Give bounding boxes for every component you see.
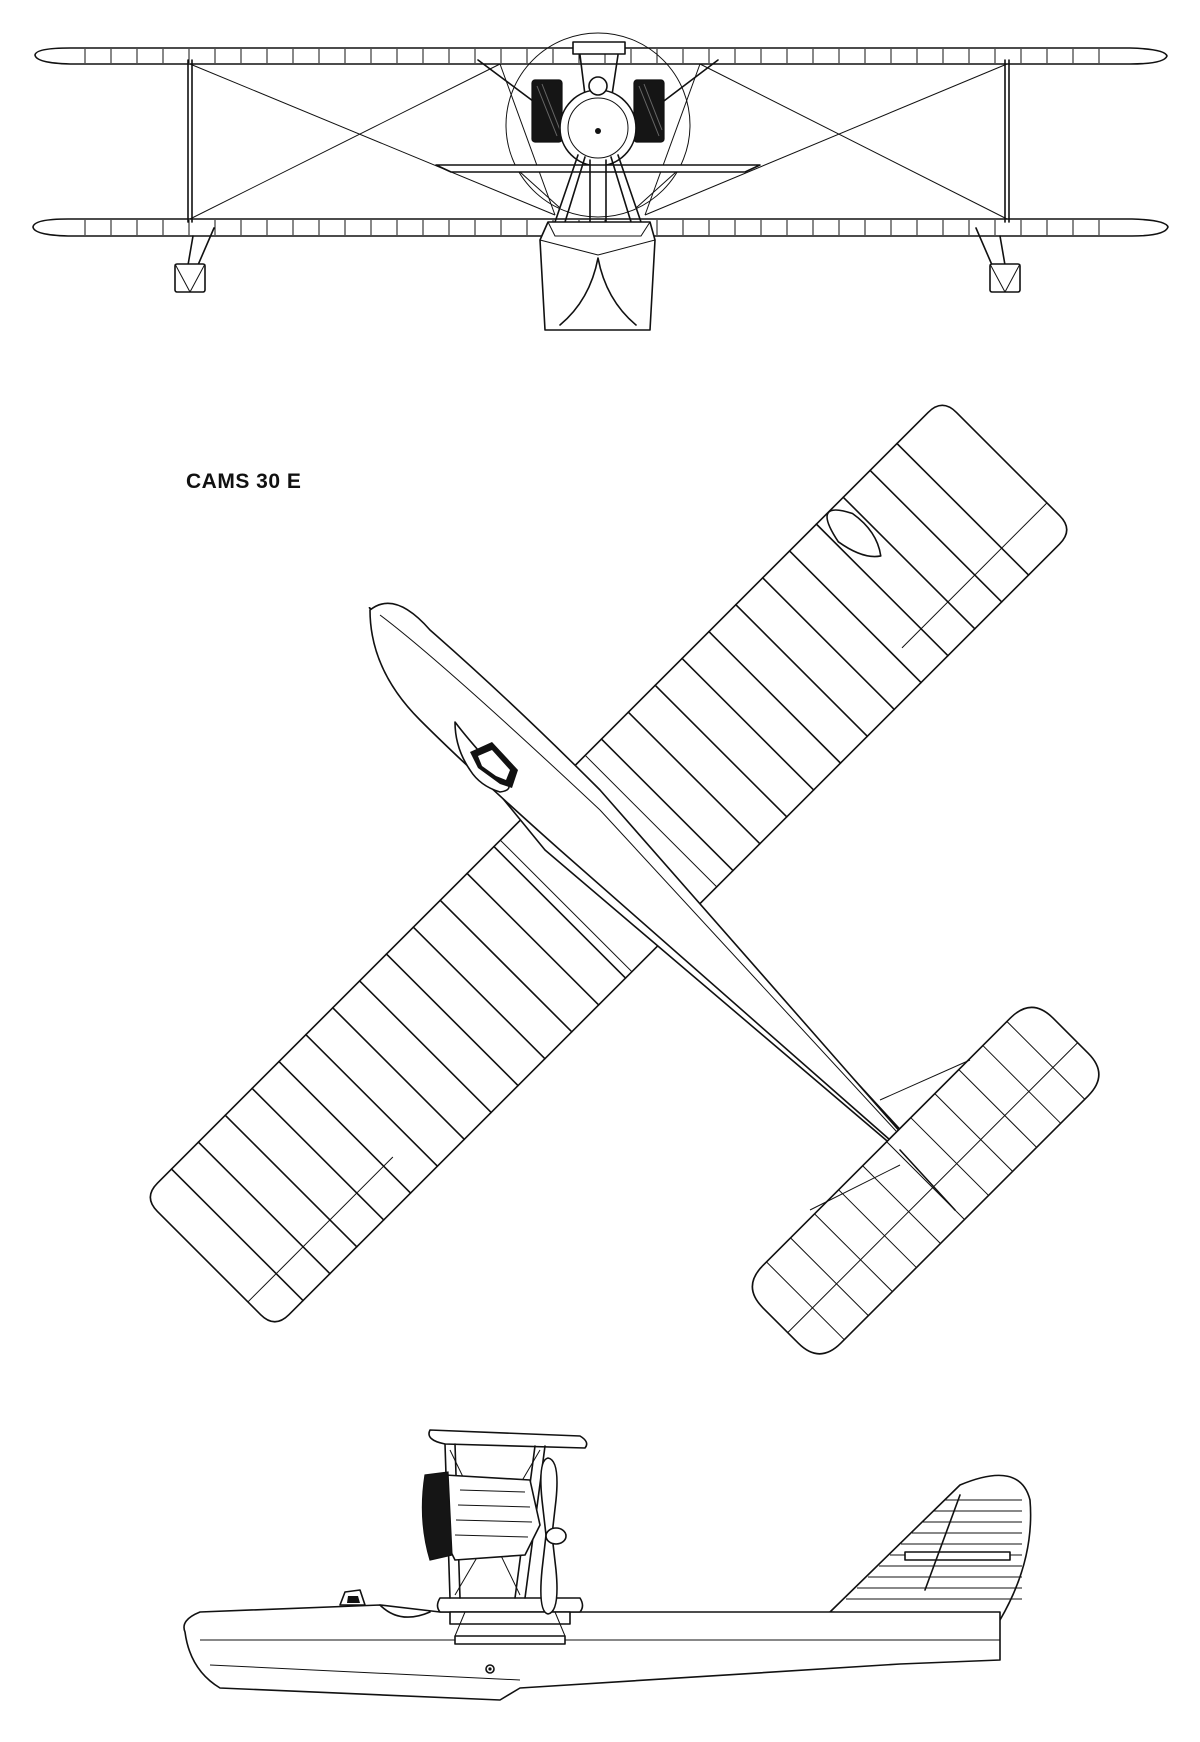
rib-line [627, 711, 761, 845]
plan-tailplane-ribs [766, 1021, 1086, 1341]
side-radiator [421, 1471, 453, 1561]
side-engine [439, 1474, 541, 1561]
side-hull [183, 1604, 1001, 1701]
rib-line [708, 630, 842, 764]
front-upper-wing [34, 47, 1168, 65]
rib-line [600, 738, 734, 872]
front-center-section [572, 41, 626, 55]
rib-line [331, 1006, 466, 1141]
front-tailplane [435, 164, 761, 173]
side-lower-wing [436, 1597, 584, 1613]
rib-line [761, 577, 896, 711]
rib-line [735, 603, 869, 738]
rib-line [1006, 1021, 1086, 1100]
rib-line [278, 1060, 412, 1194]
plan-wing-ribs [170, 442, 1030, 1302]
front-float-right [975, 227, 1021, 293]
rib-line [982, 1045, 1062, 1124]
plan-elevator-hinge [787, 1042, 1078, 1333]
rib-line [862, 1165, 941, 1244]
rib-line [170, 1168, 304, 1302]
aircraft-designation-label: CAMS 30 E [186, 470, 302, 493]
rib-line [815, 523, 949, 657]
rib-line [958, 1069, 1037, 1148]
rib-line [814, 1213, 893, 1292]
rib-line [251, 1087, 385, 1221]
rib-line [197, 1141, 331, 1275]
rib-line [910, 1117, 989, 1196]
rib-line [385, 953, 519, 1087]
rib-line [869, 469, 1003, 603]
plan-aileron-right [901, 502, 1048, 649]
rib-line [412, 926, 546, 1060]
rib-line [681, 657, 815, 791]
side-propeller-spinner [545, 1527, 567, 1545]
rib-line [934, 1093, 1013, 1172]
rib-line [896, 442, 1030, 576]
side-fin [829, 1474, 1032, 1621]
rib-line [466, 872, 600, 1006]
rib-line [838, 1189, 917, 1268]
rib-line [788, 550, 922, 684]
side-stabilizer-sponson [454, 1635, 566, 1645]
front-propeller-disc [505, 32, 691, 218]
side-tailplane [904, 1551, 1011, 1561]
rib-line [358, 980, 492, 1114]
front-bracing-wires [189, 63, 1008, 220]
plan-rudder [899, 1149, 956, 1211]
front-float-left [174, 227, 215, 293]
front-hull-struts [554, 154, 642, 223]
side-hull-porthole [485, 1664, 495, 1674]
rib-line [790, 1237, 869, 1317]
rib-line [842, 496, 976, 630]
rib-line [766, 1261, 845, 1341]
front-propeller-hub [595, 128, 601, 134]
rib-line [224, 1114, 358, 1248]
side-upper-wing [428, 1429, 588, 1449]
rib-line [493, 845, 627, 979]
plan-aileron-left [247, 1156, 394, 1303]
rib-line [654, 684, 788, 818]
rib-line [305, 1033, 439, 1167]
plan-float-right [826, 509, 882, 558]
rib-line [439, 899, 573, 1033]
